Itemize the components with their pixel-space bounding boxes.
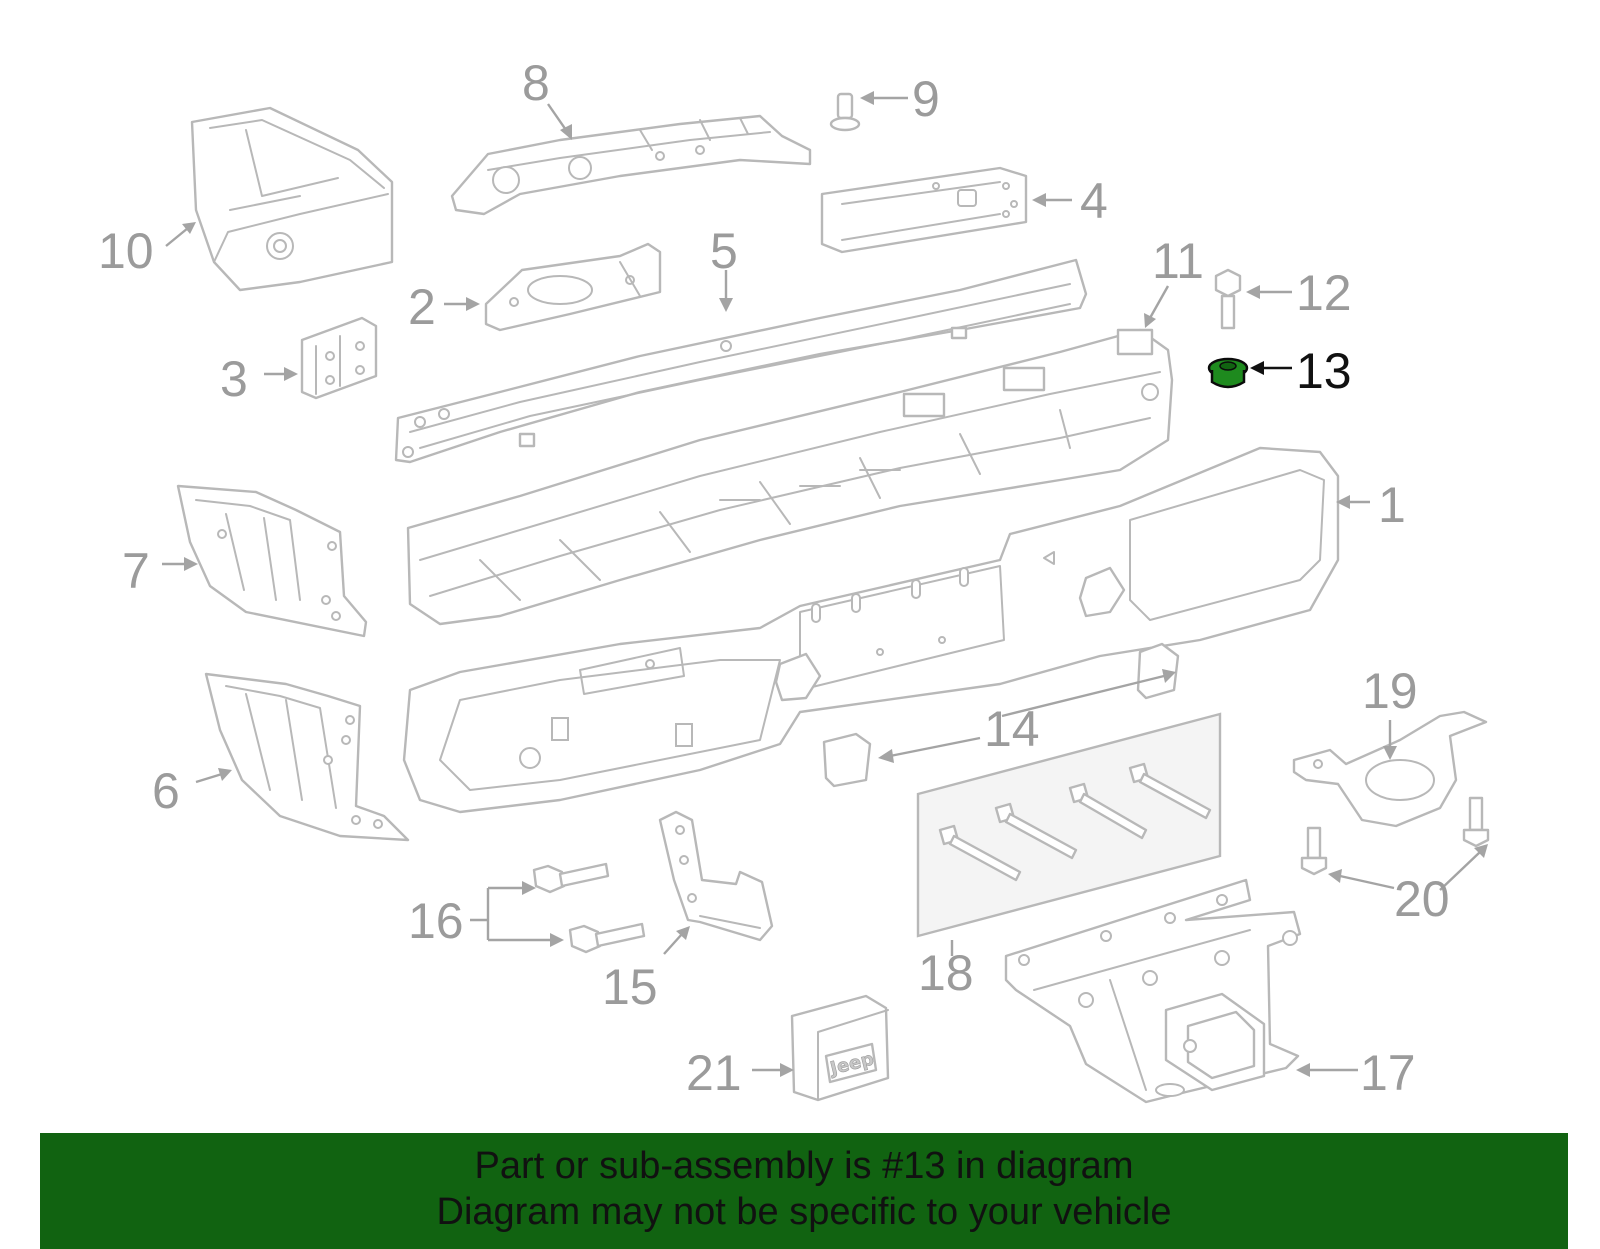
callout-4: 4 bbox=[1080, 173, 1108, 229]
part-8-rail bbox=[450, 114, 812, 216]
part-7-bracket bbox=[176, 484, 368, 638]
part-14-cap-right bbox=[1136, 642, 1180, 700]
part-20-bolt-left bbox=[1300, 826, 1328, 876]
part-4-bracket bbox=[820, 166, 1028, 254]
callout-17: 17 bbox=[1360, 1045, 1416, 1101]
callout-14: 14 bbox=[984, 701, 1040, 757]
callout-3: 3 bbox=[220, 351, 248, 407]
part-21-hitch-cover: Jeep bbox=[790, 994, 890, 1102]
part-5-beam bbox=[394, 258, 1088, 464]
part-2-plate bbox=[484, 242, 662, 332]
callout-5: 5 bbox=[710, 223, 738, 279]
part-12-bolt bbox=[1214, 268, 1242, 330]
part-18-bolt-kit bbox=[916, 712, 1222, 938]
callout-2: 2 bbox=[408, 279, 436, 335]
part-15-bracket bbox=[658, 810, 774, 942]
part-6-bracket bbox=[204, 672, 410, 842]
part-13-nut bbox=[1207, 357, 1249, 389]
part-19-bracket bbox=[1292, 710, 1488, 828]
part-20-bolt-right bbox=[1462, 796, 1490, 848]
callout-7: 7 bbox=[122, 543, 150, 599]
callout-21: 21 bbox=[686, 1045, 742, 1101]
info-banner: Part or sub-assembly is #13 in diagram D… bbox=[40, 1133, 1568, 1249]
callout-15: 15 bbox=[602, 959, 658, 1015]
callout-11: 11 bbox=[1152, 233, 1204, 289]
part-10-bracket bbox=[190, 106, 394, 292]
callout-19: 19 bbox=[1362, 663, 1418, 719]
part-17-hitch bbox=[1004, 878, 1302, 1104]
callout-1: 1 bbox=[1378, 477, 1406, 533]
callout-12: 12 bbox=[1296, 265, 1352, 321]
callout-labels: 1 2 3 4 5 6 7 8 9 10 11 12 13 14 15 16 1… bbox=[98, 55, 1450, 1101]
callout-18: 18 bbox=[918, 945, 974, 1001]
banner-line-1: Part or sub-assembly is #13 in diagram bbox=[474, 1145, 1134, 1187]
part-3-bracket bbox=[300, 316, 378, 400]
part-9-fastener bbox=[829, 92, 861, 132]
part-1-bumper bbox=[402, 446, 1340, 814]
callout-13: 13 bbox=[1296, 343, 1352, 399]
banner-line-2: Diagram may not be specific to your vehi… bbox=[436, 1191, 1172, 1233]
callout-16: 16 bbox=[408, 893, 464, 949]
callout-8: 8 bbox=[522, 55, 550, 111]
callout-20: 20 bbox=[1394, 871, 1450, 927]
part-16-bolts bbox=[532, 862, 646, 954]
callout-10: 10 bbox=[98, 223, 154, 279]
part-11-reinforcement bbox=[406, 328, 1174, 626]
callout-9: 9 bbox=[912, 71, 940, 127]
leader-arrows bbox=[162, 91, 1488, 1077]
part-14-cap-left bbox=[822, 732, 872, 788]
callout-6: 6 bbox=[152, 763, 180, 819]
